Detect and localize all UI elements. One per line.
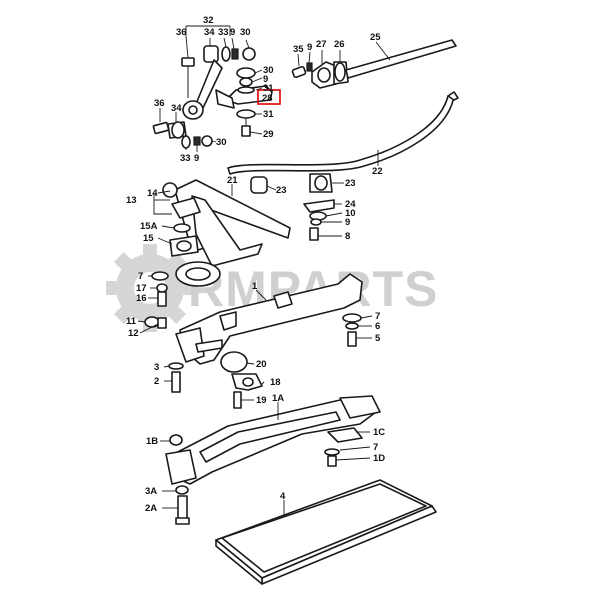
anti-roll-bar-mount xyxy=(291,39,457,89)
hardware-right xyxy=(342,313,362,347)
stabilizer-link-assembly xyxy=(181,25,256,120)
callout-2: 2 xyxy=(154,376,159,387)
hardware-1C-1D xyxy=(324,427,363,467)
bracket-hardware-right xyxy=(303,199,335,241)
callout-30: 30 xyxy=(240,27,251,38)
bolt-set-center xyxy=(168,362,184,393)
callout-16: 16 xyxy=(136,293,147,304)
callout-35: 35 xyxy=(293,44,304,55)
callout-7: 7 xyxy=(375,311,380,322)
callout-11: 11 xyxy=(126,316,137,327)
callout-6: 6 xyxy=(375,321,380,332)
callout-5: 5 xyxy=(375,333,381,344)
callout-34: 34 xyxy=(171,103,182,114)
callout-24: 24 xyxy=(345,199,356,210)
callout-33: 33 xyxy=(218,27,229,38)
callout-15: 15 xyxy=(143,233,154,244)
callout-3A: 3A xyxy=(145,486,157,497)
callout-9: 9 xyxy=(194,153,199,164)
callout-23: 23 xyxy=(345,178,356,189)
callout-14: 14 xyxy=(147,188,158,199)
callout-30: 30 xyxy=(263,65,274,76)
skid-plate xyxy=(215,479,437,585)
callout-9: 9 xyxy=(307,42,312,53)
callout-33: 33 xyxy=(180,153,191,164)
callout-23: 23 xyxy=(276,185,287,196)
callout-1C: 1C xyxy=(373,427,385,438)
callout-30: 30 xyxy=(216,137,227,148)
callout-4: 4 xyxy=(280,491,286,502)
cap-1B xyxy=(169,434,183,446)
callout-1: 1 xyxy=(252,281,258,292)
callout-15A: 15A xyxy=(140,221,158,232)
callout-10: 10 xyxy=(345,208,356,219)
callout-22: 22 xyxy=(372,166,383,177)
callout-1A: 1A xyxy=(272,393,284,404)
callout-20: 20 xyxy=(256,359,267,370)
callout-7: 7 xyxy=(373,442,378,453)
callout-13: 13 xyxy=(126,195,137,206)
callout-7: 7 xyxy=(138,271,143,282)
mount-left xyxy=(169,197,201,257)
highlight-box xyxy=(257,89,281,105)
callout-9: 9 xyxy=(230,27,235,38)
callout-36: 36 xyxy=(154,98,165,109)
callout-3: 3 xyxy=(154,362,159,373)
callout-2A: 2A xyxy=(145,503,157,514)
callout-25: 25 xyxy=(370,32,381,43)
leader-lines xyxy=(137,35,391,516)
crossmember xyxy=(175,273,363,365)
callout-26: 26 xyxy=(334,39,345,50)
callout-34: 34 xyxy=(204,27,215,38)
callout-9: 9 xyxy=(345,217,350,228)
callout-1B: 1B xyxy=(146,436,158,447)
callout-27: 27 xyxy=(316,39,327,50)
callout-19: 19 xyxy=(256,395,267,406)
callout-36: 36 xyxy=(176,27,187,38)
callout-17: 17 xyxy=(136,283,147,294)
callout-18: 18 xyxy=(270,377,281,388)
anti-roll-bar xyxy=(227,91,459,175)
callout-29: 29 xyxy=(263,129,274,140)
lower-link-hardware xyxy=(152,121,213,149)
bushings xyxy=(250,173,333,194)
callout-labels: 32 36 34 33 9 30 35 9 27 26 25 30 9 31 2… xyxy=(126,15,385,514)
callout-8: 8 xyxy=(345,231,350,242)
callout-1D: 1D xyxy=(373,453,385,464)
bolt-set-lower xyxy=(175,485,190,525)
callout-28: 28 xyxy=(262,93,273,104)
callout-12: 12 xyxy=(128,328,139,339)
callout-21: 21 xyxy=(227,175,238,186)
callout-31: 31 xyxy=(263,83,274,94)
callout-9: 9 xyxy=(263,74,268,85)
callout-32: 32 xyxy=(203,15,214,26)
lower-crossmember xyxy=(165,395,381,485)
callout-31: 31 xyxy=(263,109,274,120)
